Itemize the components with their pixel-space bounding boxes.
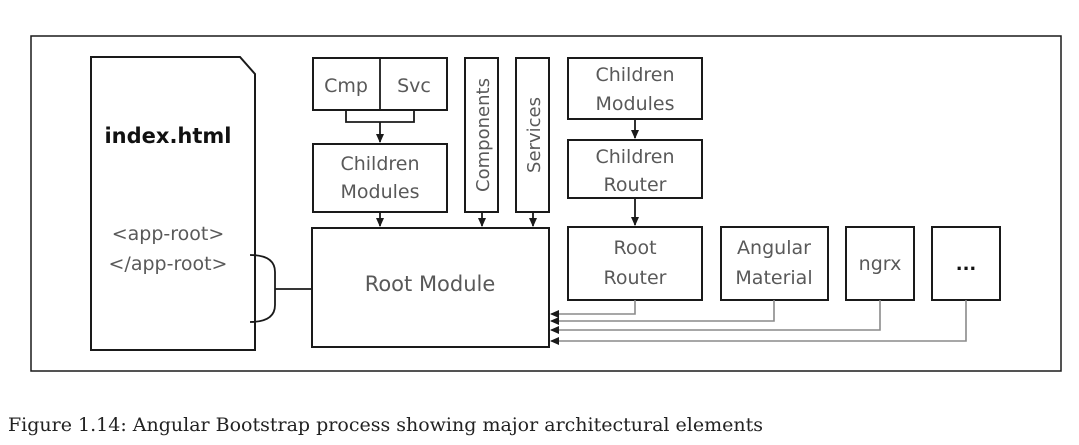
children-modules-left-box: Children Modules	[312, 143, 448, 213]
root-router-box: Root Router	[567, 226, 703, 301]
svc-label: Svc	[397, 75, 431, 97]
root-module-label: Root Module	[365, 272, 496, 296]
index-html-document: index.html <app-root> </app-root>	[90, 56, 256, 351]
index-html-title: index.html	[104, 124, 231, 148]
app-root-close-tag: </app-root>	[109, 253, 228, 275]
angular-material-line1: Angular	[737, 237, 811, 259]
ellipsis-label: ...	[956, 254, 977, 275]
children-modules-right-line1: Children	[595, 64, 674, 86]
cmp-label: Cmp	[324, 75, 368, 97]
children-modules-left-line1: Children	[340, 153, 419, 175]
root-router-line2: Router	[604, 267, 667, 289]
more-modules-box: ...	[931, 226, 1001, 301]
architecture-diagram: index.html <app-root> </app-root> Cmp Sv…	[30, 35, 1062, 372]
root-router-line1: Root	[613, 237, 656, 259]
diagram-frame	[30, 35, 1062, 372]
figure-caption: Figure 1.14: Angular Bootstrap process s…	[8, 414, 763, 436]
root-router-connector	[550, 300, 636, 318]
children-router-line1: Children	[595, 146, 674, 168]
ngrx-box: ngrx	[845, 226, 915, 301]
children-modules-right-line2: Modules	[596, 93, 675, 115]
children-modules-left-line2: Modules	[341, 181, 420, 203]
children-modules-right-box: Children Modules	[567, 57, 703, 120]
services-box: Services	[515, 57, 550, 213]
angular-material-line2: Material	[735, 267, 812, 289]
more-modules-connector	[550, 300, 967, 345]
components-box: Components	[464, 57, 499, 213]
components-label: Components	[473, 78, 494, 192]
cmp-svc-box: Cmp Svc	[312, 57, 448, 111]
ngrx-connector	[550, 300, 881, 334]
angular-material-connector	[550, 300, 775, 325]
services-label: Services	[524, 97, 545, 173]
root-module-box: Root Module	[311, 227, 550, 348]
ngrx-label: ngrx	[859, 253, 902, 275]
children-router-line2: Router	[604, 174, 667, 196]
cmp-svc-bracket	[345, 110, 415, 123]
app-root-open-tag: <app-root>	[112, 223, 225, 245]
angular-material-box: Angular Material	[720, 226, 829, 301]
children-router-box: Children Router	[567, 139, 703, 199]
